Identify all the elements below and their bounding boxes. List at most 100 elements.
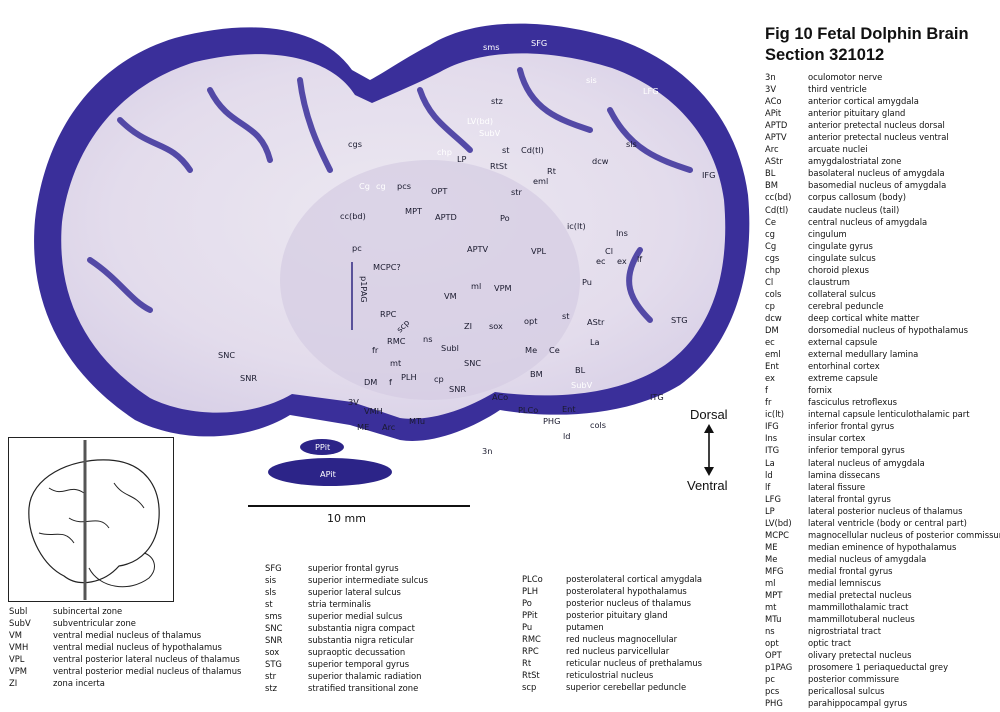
label-ns: ns xyxy=(423,334,432,344)
label-cp: cp xyxy=(434,374,444,384)
legend-row: Cd(tl)caudate nucleus (tail) xyxy=(765,204,999,216)
legend-definition: superior cerebellar peduncle xyxy=(566,682,687,693)
legend-definition: reticulostrial nucleus xyxy=(566,670,654,681)
legend-definition: parahippocampal gyrus xyxy=(808,698,908,709)
legend-abbr: cols xyxy=(765,288,782,299)
label-BM: BM xyxy=(530,369,543,379)
label-Ins: Ins xyxy=(616,228,628,238)
label-3n: 3n xyxy=(482,446,492,456)
legend-definition: lateral nucleus of amygdala xyxy=(808,457,925,468)
legend-definition: stratified transitional zone xyxy=(308,683,419,694)
legend-abbr: ic(lt) xyxy=(765,409,785,420)
label-3V: 3V xyxy=(348,397,359,407)
legend-definition: posterolateral hypothalamus xyxy=(566,586,687,597)
legend-abbr: SNC xyxy=(265,623,283,634)
legend-abbr: scp xyxy=(522,682,537,693)
legend-abbr: Subl xyxy=(9,606,28,616)
legend-abbr: APTV xyxy=(765,132,787,143)
legend-abbr: f xyxy=(765,385,768,396)
label-sls: sls xyxy=(626,139,637,149)
legend-abbr: Ins xyxy=(765,433,778,444)
scale-bar xyxy=(248,505,470,507)
dorsal-label: Dorsal xyxy=(690,407,728,422)
legend-abbr: Cl xyxy=(765,276,774,287)
legend-abbr: VPL xyxy=(9,654,25,665)
legend-abbr: SNR xyxy=(265,635,283,646)
legend-definition: subincertal zone xyxy=(53,606,123,616)
legend-abbr: BM xyxy=(765,180,778,191)
label-MPT: MPT xyxy=(405,206,423,216)
legend-definition: superior lateral sulcus xyxy=(308,587,401,598)
legend-definition: posterior nucleus of thalamus xyxy=(566,598,692,609)
legend-abbr: ZI xyxy=(9,678,18,689)
label-Rt: Rt xyxy=(547,166,557,176)
legend-definition: lateral fissure xyxy=(808,481,866,492)
label-pc: pc xyxy=(352,243,362,253)
label-SNC-2: SNC xyxy=(464,358,481,368)
legend-abbr: ml xyxy=(765,577,776,588)
label-AStr: AStr xyxy=(587,317,605,327)
legend-definition: median eminence of hypothalamus xyxy=(808,541,957,552)
label-ml: ml xyxy=(471,281,481,291)
label-scp: scp xyxy=(394,317,411,334)
legend-abbr: chp xyxy=(765,264,781,275)
label-STG: STG xyxy=(671,315,688,325)
label-RMC: RMC xyxy=(387,336,406,346)
legend-definition: anterior pretectal nucleus dorsal xyxy=(808,120,945,131)
legend-definition: superior temporal gyrus xyxy=(308,659,410,670)
figure-title: Fig 10 Fetal Dolphin Brain Section 32101… xyxy=(765,24,969,66)
legend-definition: prosomere 1 periaqueductal grey xyxy=(808,662,949,673)
legend-definition: cingulate gyrus xyxy=(808,240,873,251)
label-IFG: IFG xyxy=(702,170,715,180)
gyral-folds xyxy=(87,67,693,323)
legend-abbr: Rt xyxy=(522,658,532,669)
label-ld: ld xyxy=(563,431,570,441)
legend-definition: amygdalostriatal zone xyxy=(808,156,902,167)
legend-abbr: fr xyxy=(765,397,772,408)
legend-definition: red nucleus magnocellular xyxy=(566,634,678,645)
section-label-layer: MFG sms SFG sis LFG stz sls LV(bd) SubV … xyxy=(218,42,716,456)
label-chp: chp xyxy=(437,147,452,157)
label-VPM: VPM xyxy=(494,283,512,293)
legend-definition: medial frontal gyrus xyxy=(808,565,893,576)
label-PHG: PHG xyxy=(543,416,560,426)
cerebellum-sketch xyxy=(88,552,155,588)
legend-abbr: ME xyxy=(765,541,778,552)
label-Cg: Cg xyxy=(359,181,370,191)
legend-abbr: BL xyxy=(765,168,776,179)
legend-abbr: LP xyxy=(765,505,775,516)
legend-definition: red nucleus parvicellular xyxy=(566,646,670,657)
label-RPC: RPC xyxy=(380,309,397,319)
label-mt: mt xyxy=(390,358,402,368)
label-pcs: pcs xyxy=(397,181,411,191)
label-stz: stz xyxy=(491,96,503,106)
ventral-label: Ventral xyxy=(687,478,728,493)
label-sis: sis xyxy=(586,75,597,85)
legend-definition: optic tract xyxy=(808,638,852,649)
legend-row: cc(bd)corpus callosum (body) xyxy=(765,191,999,203)
label-sms: sms xyxy=(483,42,500,52)
legend-definition: ventral posterior lateral nucleus of tha… xyxy=(53,654,240,665)
legend-definition: deep cortical white matter xyxy=(808,312,920,323)
legend-definition: caudate nucleus (tail) xyxy=(808,204,900,215)
